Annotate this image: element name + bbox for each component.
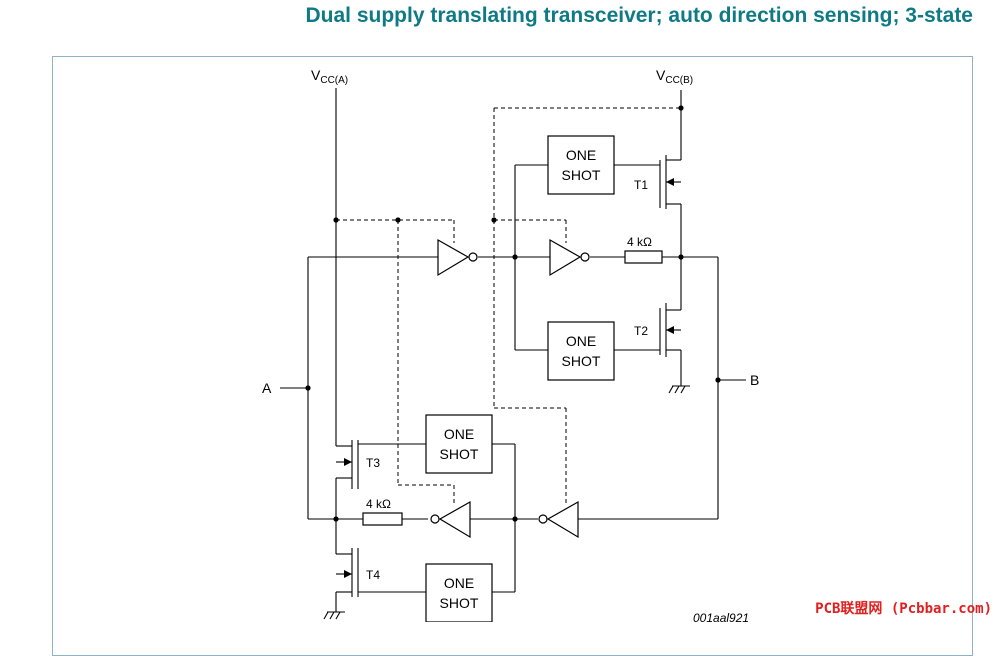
one-shot-upper-1: ONE SHOT [547,135,615,195]
port-a-label: A [262,380,272,396]
junction-dots [305,105,721,522]
resistor-upper-label: 4 kΩ [627,235,652,249]
port-b-label: B [750,372,759,388]
resistor-lower-label: 4 kΩ [366,497,391,511]
lower-buffer-2 [430,500,471,539]
schematic-diagram: ONE SHOT ONE SHOT ONE SHOT ONE SHOT VCC(… [262,67,759,622]
one-shot-lower-2: ONE SHOT [425,563,493,622]
vcc-b-label: VCC(B) [656,67,693,86]
t4-label: T4 [366,568,380,582]
upper-buffer-2 [549,238,590,277]
svg-text:SHOT: SHOT [562,353,601,369]
t3-label: T3 [366,456,380,470]
page-title: Dual supply translating transceiver; aut… [305,4,974,27]
t2-label: T2 [634,324,648,338]
one-shot-lower-1: ONE SHOT [425,414,493,474]
lower-buffer-1 [538,500,579,539]
svg-text:ONE: ONE [566,333,596,349]
svg-text:ONE: ONE [566,147,596,163]
vcc-a-label: VCC(A) [311,67,348,86]
t1-label: T1 [634,178,648,192]
svg-text:SHOT: SHOT [440,595,479,611]
wires [280,88,746,620]
enable-lines [336,107,681,505]
svg-text:ONE: ONE [444,426,474,442]
resistor-lower [362,512,403,526]
svg-text:ONE: ONE [444,575,474,591]
resistor-upper [624,250,663,264]
watermark: PCB联盟网 (Pcbbar.com) [815,601,992,617]
svg-text:SHOT: SHOT [440,446,479,462]
transistor-arrows [344,178,674,578]
one-shot-upper-2: ONE SHOT [547,321,615,381]
svg-text:SHOT: SHOT [562,167,601,183]
upper-buffer-1 [437,238,478,277]
figure-reference: 001aal921 [693,611,749,622]
